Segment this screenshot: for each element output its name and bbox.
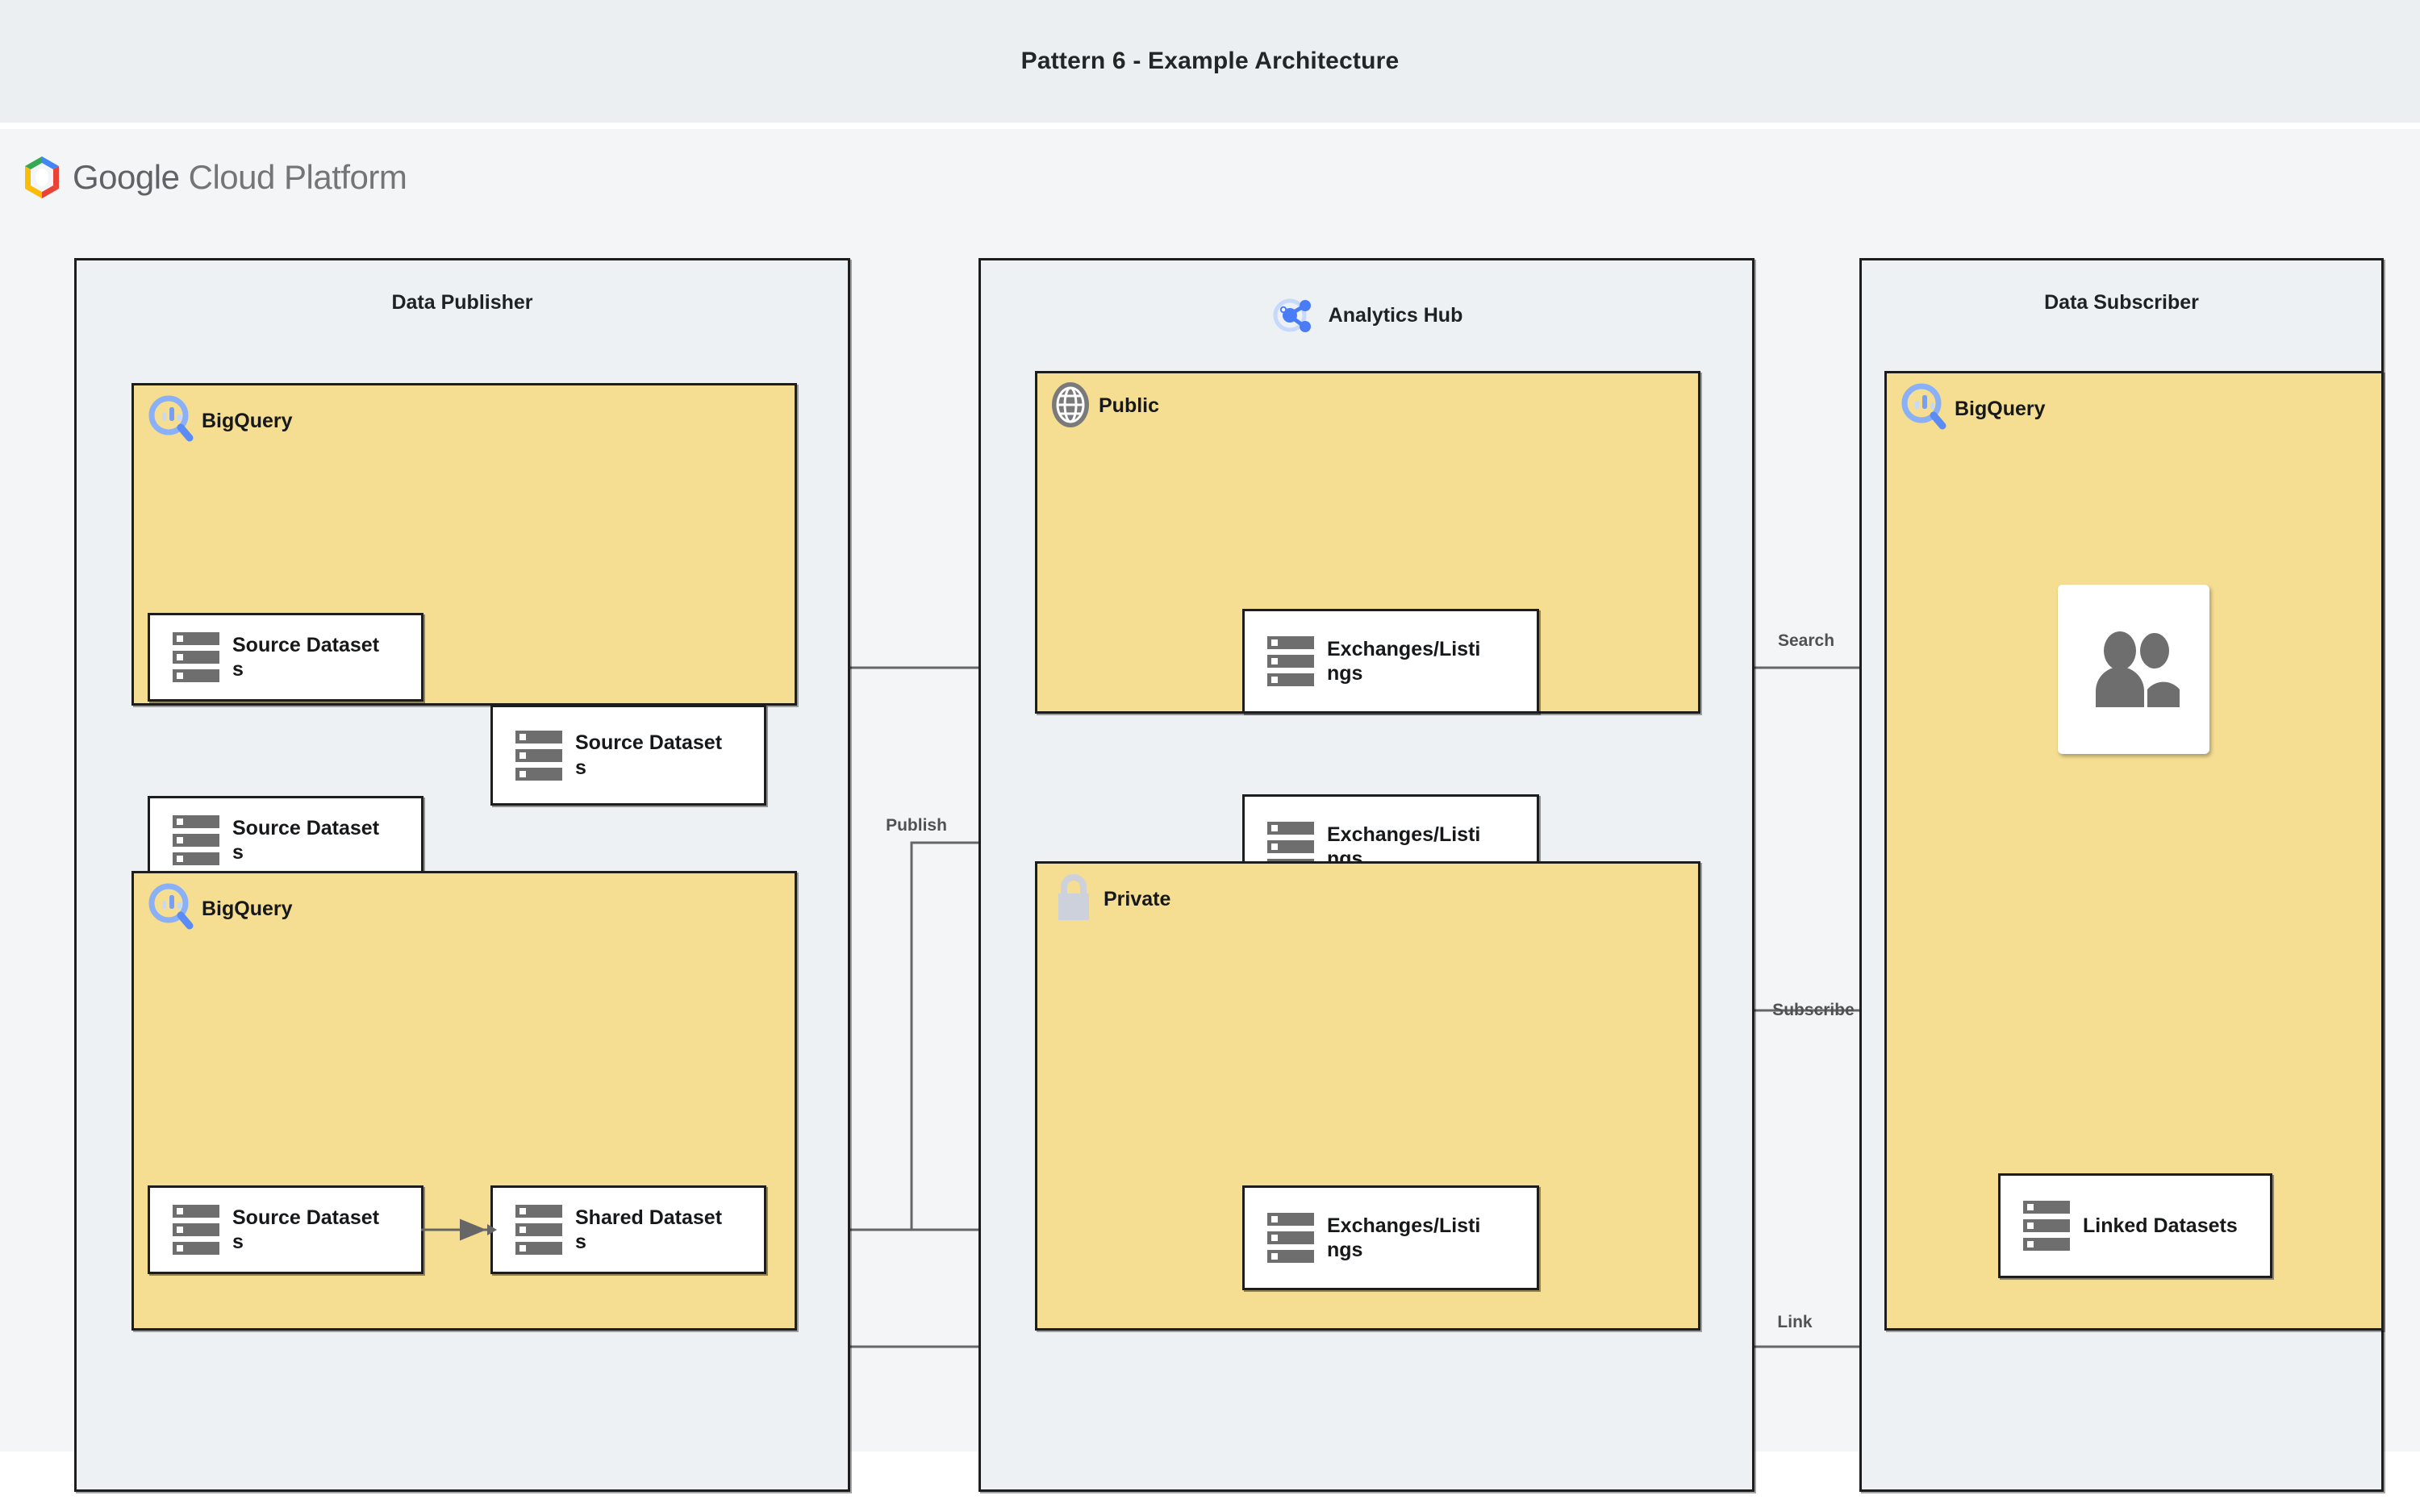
- edge-label-publish: Publish: [886, 816, 947, 835]
- edge-label-search: Search: [1777, 631, 1835, 650]
- diagram-canvas: Google Cloud Platform: [0, 129, 2420, 1492]
- group-head-bigquery-top: BigQuery: [145, 394, 293, 447]
- dataset-icon: [173, 815, 219, 865]
- dataset-icon: [2023, 1201, 2070, 1251]
- bigquery-icon: [148, 883, 194, 930]
- group-label-public: Public: [1099, 394, 1160, 417]
- group-head-bigquery-bottom: BigQuery: [145, 881, 293, 935]
- node-label-source-datasets-merged: Source Datasets: [575, 731, 723, 779]
- edge-label-subscribe: Subscribe: [1772, 1001, 1855, 1019]
- group-head-public: Public: [1045, 380, 1159, 430]
- node-source-datasets-3[interactable]: Source Datasets: [148, 1185, 424, 1274]
- zone-title-data-publisher: Data Publisher: [77, 291, 848, 314]
- node-label-source-datasets-1: Source Datasets: [232, 633, 380, 681]
- node-label-private-exchanges-listings: Exchanges/Listings: [1327, 1214, 1481, 1262]
- edge-label-link: Link: [1777, 1313, 1813, 1331]
- node-shared-datasets[interactable]: Shared Datasets: [490, 1185, 766, 1274]
- node-subscriber-users[interactable]: [2058, 585, 2209, 754]
- group-head-private: Private: [1050, 873, 1170, 923]
- node-label-public-exchanges-listings-1: Exchanges/Listings: [1327, 637, 1481, 685]
- globe-icon: [1052, 382, 1089, 427]
- group-subscriber-bigquery[interactable]: BigQuery: [1884, 371, 2384, 1331]
- gcp-wordmark: Google Cloud Platform: [73, 158, 407, 197]
- edge-source3-to-shared: [421, 1218, 497, 1241]
- node-source-datasets-2[interactable]: Source Datasets: [148, 796, 424, 885]
- dataset-icon: [1267, 1213, 1314, 1263]
- group-label-bigquery-bottom: BigQuery: [202, 897, 293, 920]
- node-label-source-datasets-2: Source Datasets: [232, 816, 380, 864]
- node-public-exchanges-listings-1[interactable]: Exchanges/Listings: [1242, 609, 1539, 714]
- title-band: Pattern 6 - Example Architecture: [0, 0, 2420, 123]
- group-label-private: Private: [1104, 887, 1171, 910]
- gcp-wordmark-google: Google: [73, 158, 180, 196]
- node-linked-datasets[interactable]: Linked Datasets: [1998, 1173, 2272, 1278]
- google-cloud-platform-logo: Google Cloud Platform: [23, 155, 407, 200]
- page-title: Pattern 6 - Example Architecture: [1020, 48, 1400, 74]
- group-label-subscriber-bigquery: BigQuery: [1955, 397, 2046, 420]
- lock-icon: [1058, 874, 1089, 920]
- users-icon: [2096, 631, 2180, 707]
- zone-title-data-subscriber: Data Subscriber: [1862, 291, 2381, 314]
- zone-label-data-publisher: Data Publisher: [391, 291, 533, 314]
- dataset-icon: [515, 730, 562, 781]
- group-publisher-bigquery-top[interactable]: BigQuery: [131, 383, 797, 706]
- bigquery-icon: [148, 395, 194, 442]
- group-head-subscriber-bigquery: BigQuery: [1898, 381, 2046, 435]
- zone-label-data-subscriber: Data Subscriber: [2044, 291, 2199, 314]
- node-label-source-datasets-3: Source Datasets: [232, 1206, 380, 1254]
- gcp-hexagon-icon: [25, 156, 59, 198]
- node-source-datasets-merged[interactable]: Source Datasets: [490, 705, 766, 806]
- zone-title-analytics-hub: Analytics Hub: [981, 291, 1752, 339]
- bigquery-icon: [1901, 383, 1946, 430]
- dataset-icon: [173, 632, 219, 682]
- zone-label-analytics-hub: Analytics Hub: [1328, 303, 1463, 327]
- node-private-exchanges-listings[interactable]: Exchanges/Listings: [1242, 1185, 1539, 1290]
- group-label-bigquery-top: BigQuery: [202, 409, 293, 432]
- dataset-icon: [1267, 636, 1314, 686]
- dataset-icon: [173, 1205, 219, 1255]
- node-label-shared-datasets: Shared Datasets: [575, 1206, 723, 1254]
- gcp-wordmark-rest: Cloud Platform: [179, 158, 407, 196]
- node-label-linked-datasets: Linked Datasets: [2083, 1214, 2238, 1237]
- dataset-icon: [515, 1205, 562, 1255]
- node-source-datasets-1[interactable]: Source Datasets: [148, 613, 424, 702]
- analytics-hub-icon: [1273, 298, 1311, 332]
